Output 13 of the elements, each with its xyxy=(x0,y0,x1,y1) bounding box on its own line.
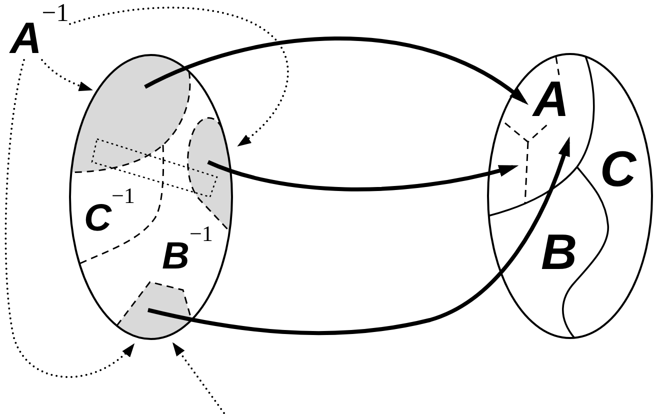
leader-arrow xyxy=(69,6,289,147)
leader-arrow xyxy=(172,342,225,414)
set-label: B$^{−1}$ xyxy=(162,223,213,276)
arrow xyxy=(144,36,529,105)
set-label: C xyxy=(600,144,636,194)
set-label: B xyxy=(541,227,578,277)
leader-arrow xyxy=(4,59,135,378)
set-label: A xyxy=(533,74,570,124)
arrow xyxy=(207,160,519,192)
set-label: C$^{−1}$ xyxy=(84,185,135,238)
arrow xyxy=(148,136,570,335)
set-label: A$^{−1}$ xyxy=(10,0,69,61)
leader-arrow xyxy=(41,59,93,91)
